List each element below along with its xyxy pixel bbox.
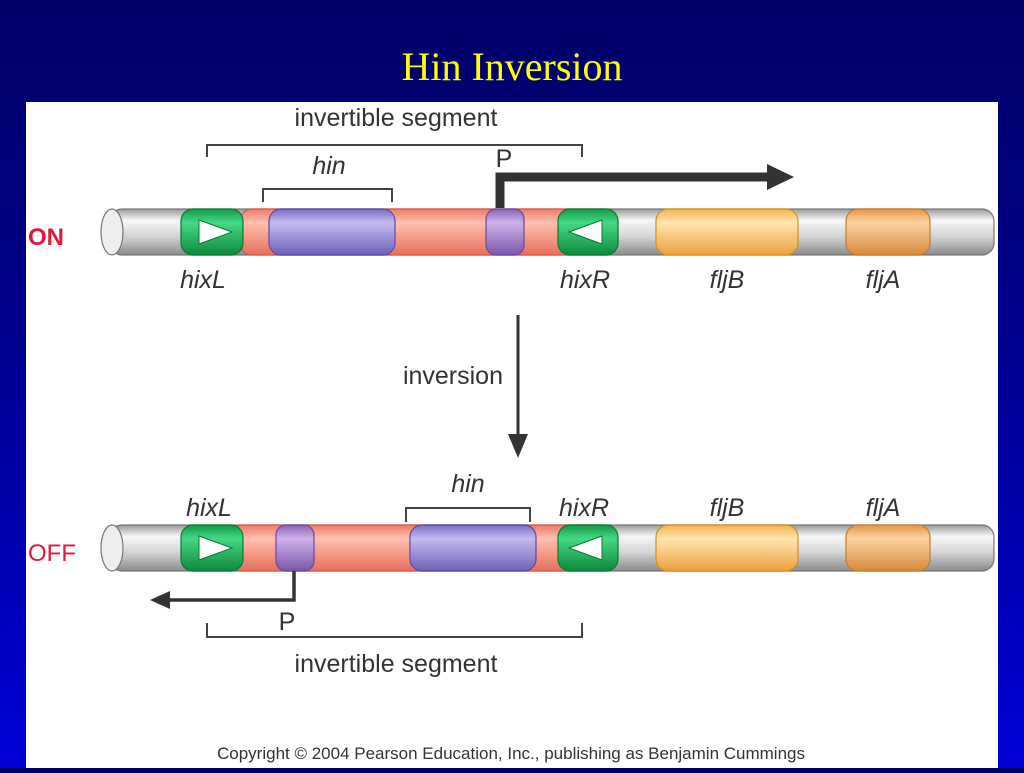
on-state-label: ON [28, 224, 64, 251]
on-hixL-arrow-icon [198, 219, 234, 245]
off-invertible-segment-label: invertible segment [295, 650, 498, 678]
copyright-notice: Copyright © 2004 Pearson Education, Inc.… [217, 744, 805, 763]
off-hin-label: hin [451, 470, 484, 498]
slide-title: Hin Inversion [401, 44, 623, 89]
diagram-panel: invertible segment hin P [26, 102, 998, 768]
off-transcription-arrow [150, 571, 296, 609]
on-fljB-gene [655, 208, 799, 256]
off-hixL-label: hixL [186, 494, 232, 522]
off-promoter-region [275, 524, 315, 572]
off-promoter-label: P [279, 608, 296, 636]
on-hin-label: hin [312, 152, 345, 180]
hin-inversion-diagram: invertible segment hin P [28, 104, 995, 763]
on-fljA-gene [845, 208, 931, 256]
on-hixR-label: hixR [560, 266, 610, 294]
on-promoter-label: P [496, 145, 513, 173]
off-hixR-arrow-icon [567, 535, 603, 561]
off-invertible-segment-bracket: invertible segment [206, 623, 583, 678]
inversion-label: inversion [403, 362, 503, 390]
on-fljB-label: fljB [710, 266, 745, 294]
off-dna-left-end [100, 524, 124, 572]
on-hin-gene [268, 208, 396, 256]
on-promoter-region [485, 208, 525, 256]
off-hixR-label: hixR [559, 494, 609, 522]
off-hixL-arrow-icon [198, 535, 234, 561]
off-state-label: OFF [28, 540, 76, 567]
on-hixL-label: hixL [180, 266, 226, 294]
off-dna-tube [100, 524, 995, 572]
off-fljA-gene [845, 524, 931, 572]
off-fljA-label: fljA [866, 494, 901, 522]
on-state: invertible segment hin P [28, 104, 995, 294]
off-fljB-gene [655, 524, 799, 572]
on-dna-left-end [100, 208, 124, 256]
off-fljB-label: fljB [710, 494, 745, 522]
on-hixR-arrow-icon [567, 219, 603, 245]
inversion-arrow-head-icon [508, 434, 528, 458]
inversion-transition: inversion [403, 315, 528, 458]
off-hin-bracket: hin [405, 470, 531, 522]
on-fljA-label: fljA [866, 266, 901, 294]
on-transcription-arrow [495, 164, 794, 208]
off-state: hin hixL hixR fljB fljA OFF [28, 470, 995, 678]
on-invertible-segment-label: invertible segment [295, 104, 498, 132]
on-dna-tube [100, 208, 995, 256]
on-invertible-segment-bracket: invertible segment [206, 104, 583, 157]
off-hin-gene [409, 524, 537, 572]
on-hin-bracket: hin [262, 152, 393, 202]
